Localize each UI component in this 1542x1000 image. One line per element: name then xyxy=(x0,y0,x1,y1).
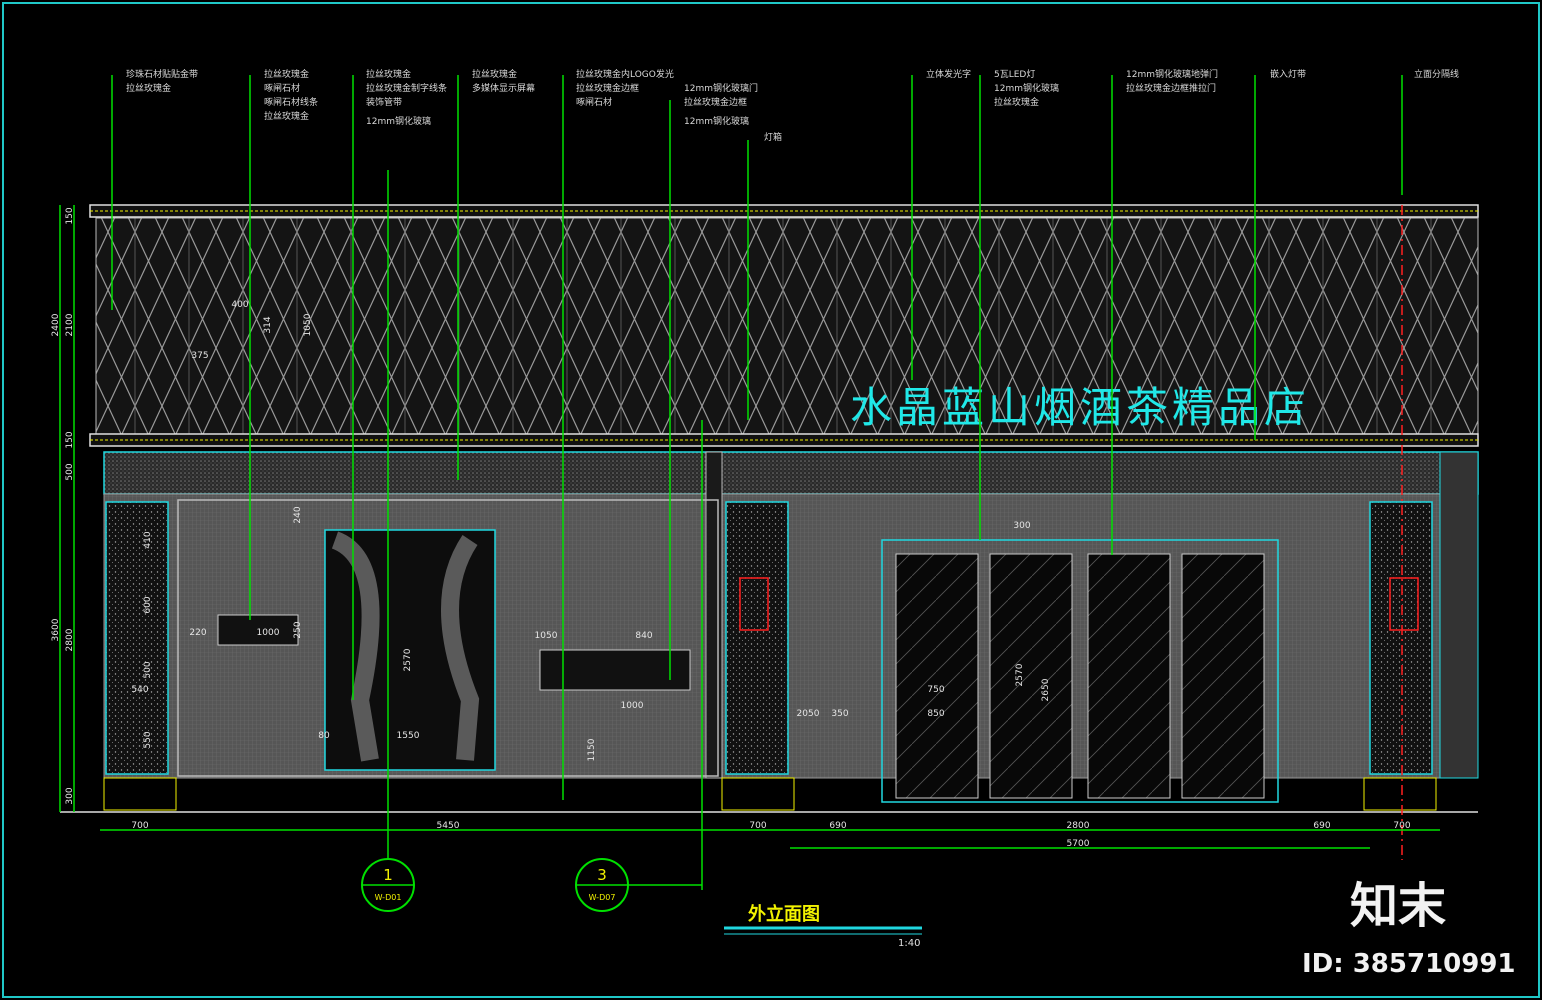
dim-inner-4: 240 xyxy=(293,506,303,523)
annotation-6-line-0: 12mm钢化玻璃 xyxy=(684,115,749,127)
left-dimensions: 150 2100 150 2400 500 2800 300 3600 xyxy=(51,207,75,804)
dim-bottom-total: 5700 xyxy=(1067,839,1090,849)
dim-inner-21: 850 xyxy=(927,709,944,719)
section-mark-3-ref: W-D07 xyxy=(589,893,616,902)
annotation-10-line-1: 拉丝玫瑰金边框推拉门 xyxy=(1126,82,1216,94)
dim-left-2: 150 xyxy=(65,431,75,448)
dim-inner-5: 410 xyxy=(143,531,153,548)
drawing-title: 外立面图 xyxy=(748,903,820,925)
dim-inner-9: 550 xyxy=(143,731,153,748)
watermark-id: ID: 385710991 xyxy=(1302,949,1516,979)
dim-inner-3: 1050 xyxy=(303,313,313,336)
dim-bottom-2: 700 xyxy=(749,821,766,831)
dim-bottom-0: 700 xyxy=(131,821,148,831)
dim-left-1: 2100 xyxy=(65,313,75,336)
annotation-4-line-2: 啄闸石材 xyxy=(576,96,612,108)
leader-lines xyxy=(59,75,1440,890)
dim-inner-0: 400 xyxy=(231,300,248,310)
shop-sign-text: 水晶蓝山烟酒茶精品店 xyxy=(850,383,1310,432)
dim-inner-26: 350 xyxy=(831,709,848,719)
dim-inner-12: 1000 xyxy=(257,628,280,638)
annotation-3-line-0: 拉丝玫瑰金 xyxy=(472,68,517,80)
dim-left-0: 150 xyxy=(65,207,75,224)
dim-inner-14: 1550 xyxy=(397,731,420,741)
dim-bottom-5: 690 xyxy=(1313,821,1330,831)
dim-bottom-4: 2800 xyxy=(1067,821,1090,831)
dim-inner-23: 2650 xyxy=(1041,678,1051,701)
dim-inner-13: 2570 xyxy=(403,648,413,671)
annotation-8-line-0: 立体发光字 xyxy=(926,68,971,80)
dim-inner-15: 80 xyxy=(318,731,330,741)
drawing-scale: 1:40 xyxy=(898,938,920,949)
annotation-3-line-1: 多媒体显示屏幕 xyxy=(472,82,535,94)
watermark: 知末 ID: 385710991 xyxy=(1302,878,1516,979)
annotation-9-line-2: 拉丝玫瑰金 xyxy=(994,96,1039,108)
annotation-10-line-0: 12mm钢化玻璃地弹门 xyxy=(1126,68,1218,80)
annotation-1-line-3: 拉丝玫瑰金 xyxy=(264,110,309,122)
annotation-12-line-0: 立面分隔线 xyxy=(1414,68,1459,80)
annotation-1-line-2: 啄闸石材线条 xyxy=(264,96,318,108)
dim-inner-10: 500 xyxy=(143,661,153,678)
section-mark-1-number: 1 xyxy=(383,866,393,884)
annotation-4-line-1: 拉丝玫瑰金边框 xyxy=(576,82,639,94)
inner-dimensions: 400 375 314 1050 240 410 250 600 540 550… xyxy=(131,300,1051,761)
dim-inner-7: 600 xyxy=(143,596,153,613)
dim-inner-22: 2570 xyxy=(1015,663,1025,686)
dim-inner-20: 750 xyxy=(927,685,944,695)
dim-inner-8: 540 xyxy=(131,685,148,695)
annotation-1-line-1: 啄闸石材 xyxy=(264,82,300,94)
dim-inner-11: 220 xyxy=(189,628,206,638)
dim-bottom-6: 700 xyxy=(1393,821,1410,831)
dim-left-7: 3600 xyxy=(51,618,61,641)
annotation-4-line-0: 拉丝玫瑰金内LOGO发光 xyxy=(576,68,674,80)
dim-inner-19: 1150 xyxy=(587,738,597,761)
dim-left-5: 2800 xyxy=(65,628,75,651)
dim-inner-17: 840 xyxy=(635,631,652,641)
dim-left-6: 300 xyxy=(65,787,75,804)
annotation-2-line-0: 拉丝玫瑰金 xyxy=(366,68,411,80)
annotation-7-line-0: 灯箱 xyxy=(764,131,782,143)
dim-inner-16: 1050 xyxy=(535,631,558,641)
dim-bottom-3: 690 xyxy=(829,821,846,831)
annotation-labels: 珍珠石材贴贴金带 拉丝玫瑰金 拉丝玫瑰金 啄闸石材 啄闸石材线条 拉丝玫瑰金 拉… xyxy=(126,68,1459,143)
dim-inner-6: 250 xyxy=(293,621,303,638)
dim-inner-24: 300 xyxy=(1013,521,1030,531)
dim-inner-1: 375 xyxy=(191,351,208,361)
annotation-9-line-1: 12mm钢化玻璃 xyxy=(994,82,1059,94)
bottom-dimensions: 700 5450 700 690 2800 690 700 5700 xyxy=(131,821,1410,849)
dim-inner-2: 314 xyxy=(263,316,273,333)
dim-bottom-1: 5450 xyxy=(437,821,460,831)
annotation-2-line-3: 12mm钢化玻璃 xyxy=(366,115,431,127)
annotation-5-line-1: 拉丝玫瑰金边框 xyxy=(684,96,747,108)
dim-inner-18: 1000 xyxy=(621,701,644,711)
section-mark-3: 3 W-D07 xyxy=(575,858,702,912)
annotation-2-line-2: 装饰管带 xyxy=(366,96,402,108)
section-mark-1-ref: W-D01 xyxy=(375,893,402,902)
annotation-0-line-1: 拉丝玫瑰金 xyxy=(126,82,171,94)
section-mark-1: 1 W-D01 xyxy=(361,858,415,912)
dim-inner-25: 2050 xyxy=(797,709,820,719)
annotation-9-line-0: 5瓦LED灯 xyxy=(994,69,1035,80)
dim-left-4: 500 xyxy=(65,463,75,480)
annotation-5-line-0: 12mm钢化玻璃门 xyxy=(684,82,758,94)
watermark-logo: 知末 xyxy=(1350,878,1446,934)
annotation-2-line-1: 拉丝玫瑰金制字线条 xyxy=(366,82,447,94)
annotation-0-line-0: 珍珠石材贴贴金带 xyxy=(126,68,198,80)
annotation-1-line-0: 拉丝玫瑰金 xyxy=(264,68,309,80)
dim-left-3: 2400 xyxy=(51,313,61,336)
sign-band xyxy=(89,204,1479,447)
section-mark-3-number: 3 xyxy=(597,866,607,884)
annotation-11-line-0: 嵌入灯带 xyxy=(1270,69,1306,80)
